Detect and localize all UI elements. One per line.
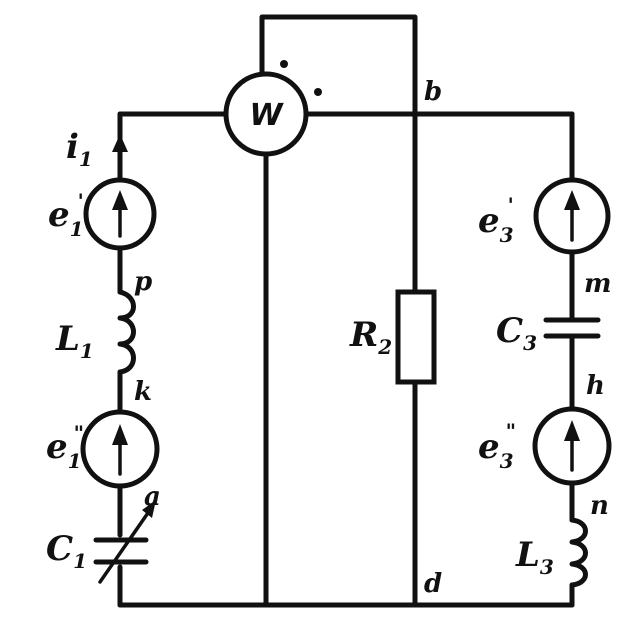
capacitor-C1-variable-arrow-shaft [98, 508, 152, 584]
node-k: k [134, 377, 152, 407]
label-R2: R2 [349, 315, 392, 359]
current-arrow-icon [112, 134, 128, 152]
inductor-L3 [569, 517, 588, 588]
capacitor-C1-variable-arrow-icon [142, 500, 156, 518]
node-b: b [424, 77, 442, 107]
source-e3-double-prime [532, 406, 612, 486]
label-e3-double-prime: e3" [478, 419, 516, 473]
source-e1-double-prime-arrow-icon [112, 424, 128, 445]
node-a: a [144, 482, 161, 512]
capacitor-C1 [93, 500, 156, 584]
label-e1-double-prime: e1" [46, 421, 84, 473]
source-e1-prime-arrow-icon [112, 190, 128, 210]
wattmeter-circle [223, 71, 309, 157]
label-i1: i1 [66, 127, 93, 171]
wattmeter-polarity-dot-voltage [314, 88, 322, 96]
wattmeter-label: W [249, 98, 284, 133]
node-m: m [584, 269, 612, 299]
label-e3-prime: e3' [478, 193, 514, 247]
wattmeter: W [223, 60, 322, 157]
label-C1: C1 [46, 529, 87, 573]
node-p: p [134, 267, 152, 297]
labels: i1 e1' p L1 k e1" a C1 b R2 d e3' m C3 h… [46, 77, 612, 599]
label-L1: L1 [55, 319, 94, 363]
source-e3-double-prime-arrow-icon [564, 420, 580, 441]
source-e3-prime [533, 177, 611, 255]
source-e3-prime-arrow-icon [564, 190, 580, 210]
inductor-L1 [117, 289, 136, 375]
resistor-R2 [395, 289, 437, 385]
label-C3: C3 [496, 311, 537, 355]
label-e1-prime: e1' [48, 189, 84, 241]
node-d: d [424, 569, 442, 599]
node-n: n [590, 491, 609, 521]
wattmeter-polarity-dot-current [280, 60, 288, 68]
source-e1-double-prime [80, 409, 160, 489]
capacitor-C3 [543, 317, 601, 339]
label-L3: L3 [515, 535, 554, 579]
node-h: h [586, 371, 605, 401]
source-e1-prime [83, 177, 157, 251]
